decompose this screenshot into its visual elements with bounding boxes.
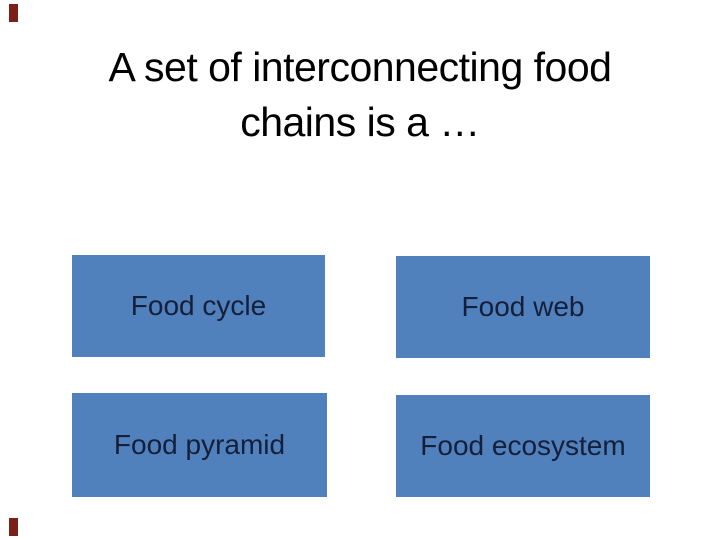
- corner-accent-bottom-left: [9, 518, 18, 536]
- answer-box-food-pyramid[interactable]: Food pyramid: [72, 393, 327, 497]
- slide-title: A set of interconnecting food chains is …: [0, 40, 720, 150]
- answer-box-food-web[interactable]: Food web: [396, 256, 650, 358]
- corner-accent-top-left: [9, 4, 18, 22]
- answer-label: Food pyramid: [113, 429, 286, 460]
- answer-label: Food ecosystem: [420, 430, 626, 461]
- answer-box-food-cycle[interactable]: Food cycle: [72, 255, 325, 357]
- answer-label: Food web: [461, 291, 585, 322]
- answer-label: Food cycle: [130, 290, 267, 321]
- answer-box-food-ecosystem[interactable]: Food ecosystem: [396, 395, 650, 497]
- slide-title-line-2: chains is a …: [240, 99, 480, 145]
- slide-title-line-1: A set of interconnecting food: [108, 44, 612, 90]
